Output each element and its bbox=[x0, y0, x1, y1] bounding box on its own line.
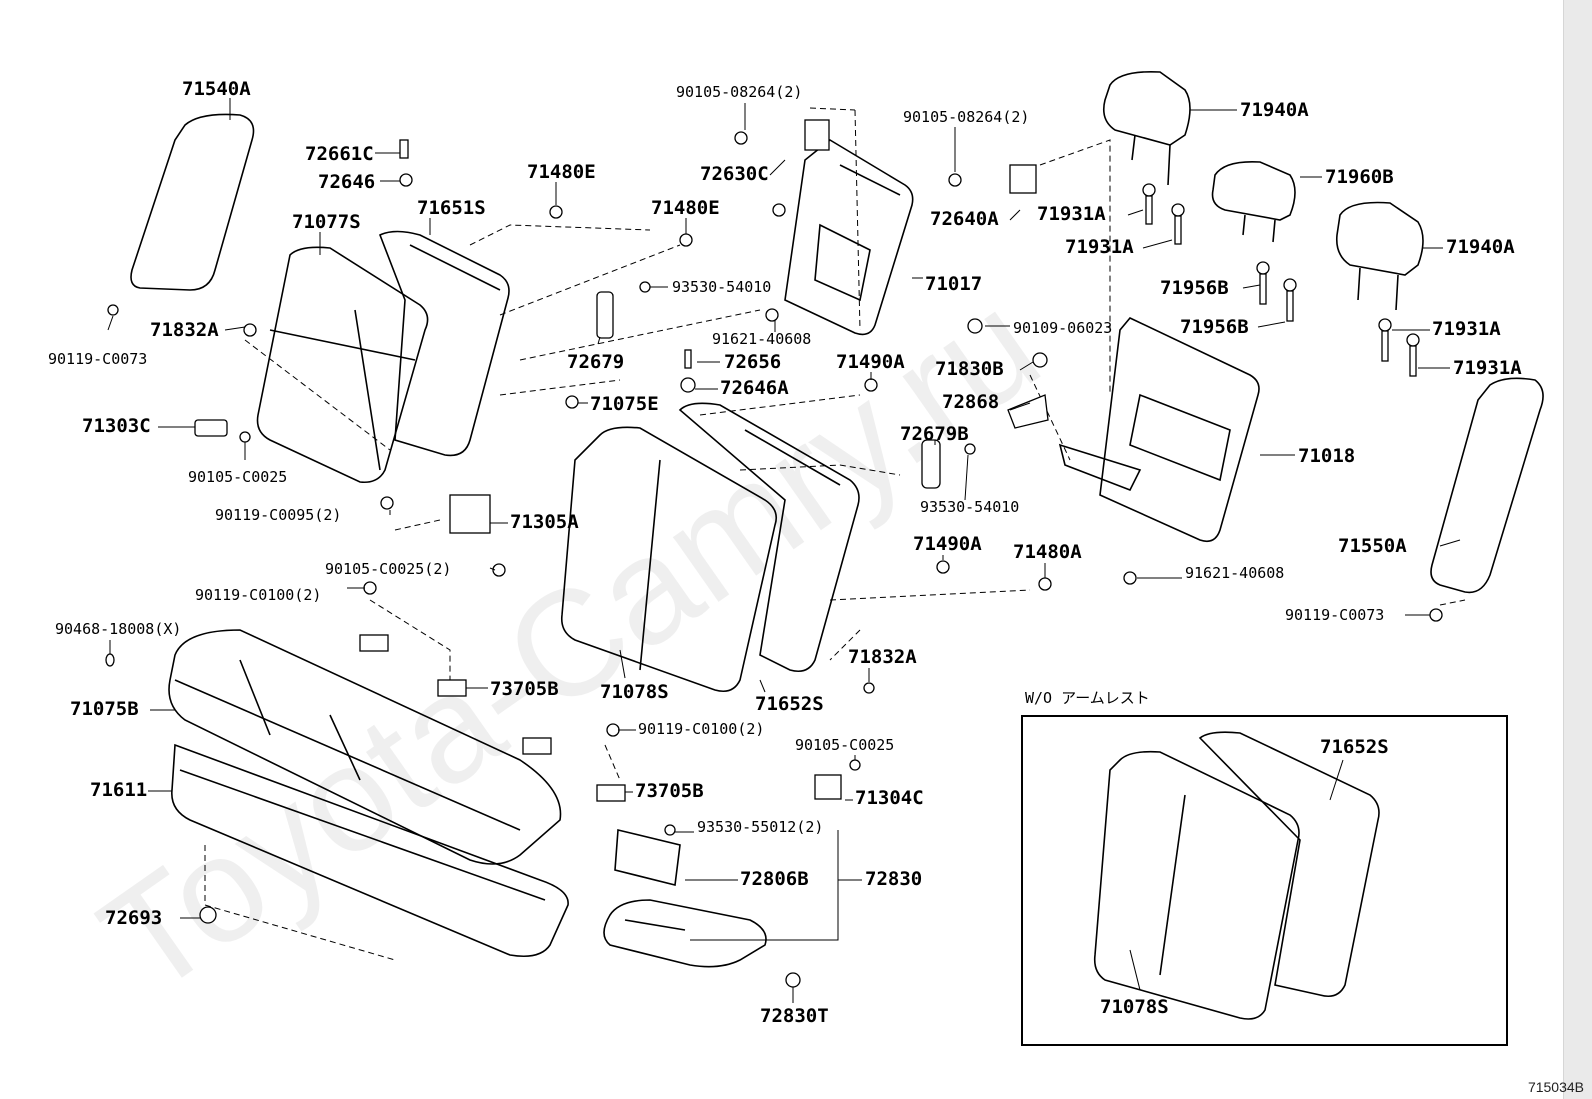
label: 71075B bbox=[70, 698, 139, 720]
label: 90105-08264(2) bbox=[903, 108, 1029, 126]
label: 71931A bbox=[1432, 318, 1501, 340]
inset-seatback bbox=[1093, 750, 1300, 1020]
label: 91621-40608 bbox=[712, 330, 811, 348]
seatback-frame-left bbox=[378, 230, 510, 457]
label: 90105-08264(2) bbox=[676, 83, 802, 101]
label: 71480E bbox=[651, 197, 720, 219]
label: 72640A bbox=[930, 208, 999, 230]
label: 71940A bbox=[1446, 236, 1515, 258]
label: 90109-06023 bbox=[1013, 319, 1112, 337]
label: 71303C bbox=[82, 415, 151, 437]
label: 72661C bbox=[305, 143, 374, 165]
label: 71017 bbox=[925, 273, 982, 295]
label: 72646A bbox=[720, 377, 789, 399]
label: 93530-55012(2) bbox=[697, 818, 823, 836]
label: 71931A bbox=[1453, 357, 1522, 379]
label: 71931A bbox=[1065, 236, 1134, 258]
label: 90119-C0073 bbox=[48, 350, 147, 368]
cup-holder bbox=[614, 829, 681, 886]
label: 71832A bbox=[150, 319, 219, 341]
label: 90119-C0100(2) bbox=[638, 720, 764, 738]
label: 72646 bbox=[318, 171, 375, 193]
seat-cushion bbox=[168, 629, 562, 865]
label: 71652S bbox=[1320, 736, 1389, 758]
label: 71480A bbox=[1013, 541, 1082, 563]
label: 90119-C0100(2) bbox=[195, 586, 321, 604]
label: 72679B bbox=[900, 423, 969, 445]
label: 90105-C0025(2) bbox=[325, 560, 451, 578]
label: 71940A bbox=[1240, 99, 1309, 121]
side-cover-left bbox=[130, 113, 255, 291]
scrollbar[interactable] bbox=[1563, 0, 1592, 1099]
label: 73705B bbox=[635, 780, 704, 802]
label: 72679 bbox=[567, 351, 624, 373]
label: 71830B bbox=[935, 358, 1004, 380]
headrest-1 bbox=[1102, 70, 1191, 146]
headrest-2 bbox=[1211, 160, 1296, 221]
inset-title: W/O アームレスト bbox=[1025, 689, 1150, 707]
label: 71651S bbox=[417, 197, 486, 219]
label: 90105-C0025 bbox=[795, 736, 894, 754]
label: 90468-18008(X) bbox=[55, 620, 181, 638]
label: 72868 bbox=[942, 391, 999, 413]
label: 71305A bbox=[510, 511, 579, 533]
label: 71652S bbox=[755, 693, 824, 715]
label: 71550A bbox=[1338, 535, 1407, 557]
seatback-frame-center bbox=[678, 402, 860, 673]
label: 71078S bbox=[600, 681, 669, 703]
label: 72630C bbox=[700, 163, 769, 185]
side-cover-right bbox=[1430, 377, 1544, 594]
label: 90105-C0025 bbox=[188, 468, 287, 486]
label: 71611 bbox=[90, 779, 147, 801]
label: 72693 bbox=[105, 907, 162, 929]
label: 71304C bbox=[855, 787, 924, 809]
label: 71078S bbox=[1100, 996, 1169, 1018]
frame-71017 bbox=[784, 139, 914, 336]
armrest bbox=[603, 899, 767, 968]
label: 90119-C0073 bbox=[1285, 606, 1384, 624]
label: 73705B bbox=[490, 678, 559, 700]
watermark: Toyota-Camry.ru bbox=[72, 259, 1067, 1026]
label: 72806B bbox=[740, 868, 809, 890]
label: 71931A bbox=[1037, 203, 1106, 225]
label: 72656 bbox=[724, 351, 781, 373]
label: 71540A bbox=[182, 78, 251, 100]
frame-71018 bbox=[1099, 317, 1260, 543]
label: 90119-C0095(2) bbox=[215, 506, 341, 524]
label: 71480E bbox=[527, 161, 596, 183]
label: 72830 bbox=[865, 868, 922, 890]
label: 91621-40608 bbox=[1185, 564, 1284, 582]
label: 71956B bbox=[1160, 277, 1229, 299]
labels: 71540A 72661C 72646 71480E 71077S 71651S… bbox=[48, 78, 1522, 1027]
seatback-left bbox=[256, 246, 429, 484]
inset-frame bbox=[1198, 731, 1380, 998]
label: 71018 bbox=[1298, 445, 1355, 467]
headrest-3 bbox=[1335, 201, 1424, 276]
label: 71490A bbox=[913, 533, 982, 555]
inset-box bbox=[1021, 715, 1508, 1046]
label: 71077S bbox=[292, 211, 361, 233]
figure-code: 715034B bbox=[1527, 1079, 1584, 1095]
seatback-center bbox=[560, 426, 778, 693]
label: 93530-54010 bbox=[672, 278, 771, 296]
seat-frame bbox=[171, 743, 569, 958]
label: 72830T bbox=[760, 1005, 829, 1027]
label: 71075E bbox=[590, 393, 659, 415]
label: 71956B bbox=[1180, 316, 1249, 338]
label: 93530-54010 bbox=[920, 498, 1019, 516]
label: 71832A bbox=[848, 646, 917, 668]
label: 71490A bbox=[836, 351, 905, 373]
label: 71960B bbox=[1325, 166, 1394, 188]
